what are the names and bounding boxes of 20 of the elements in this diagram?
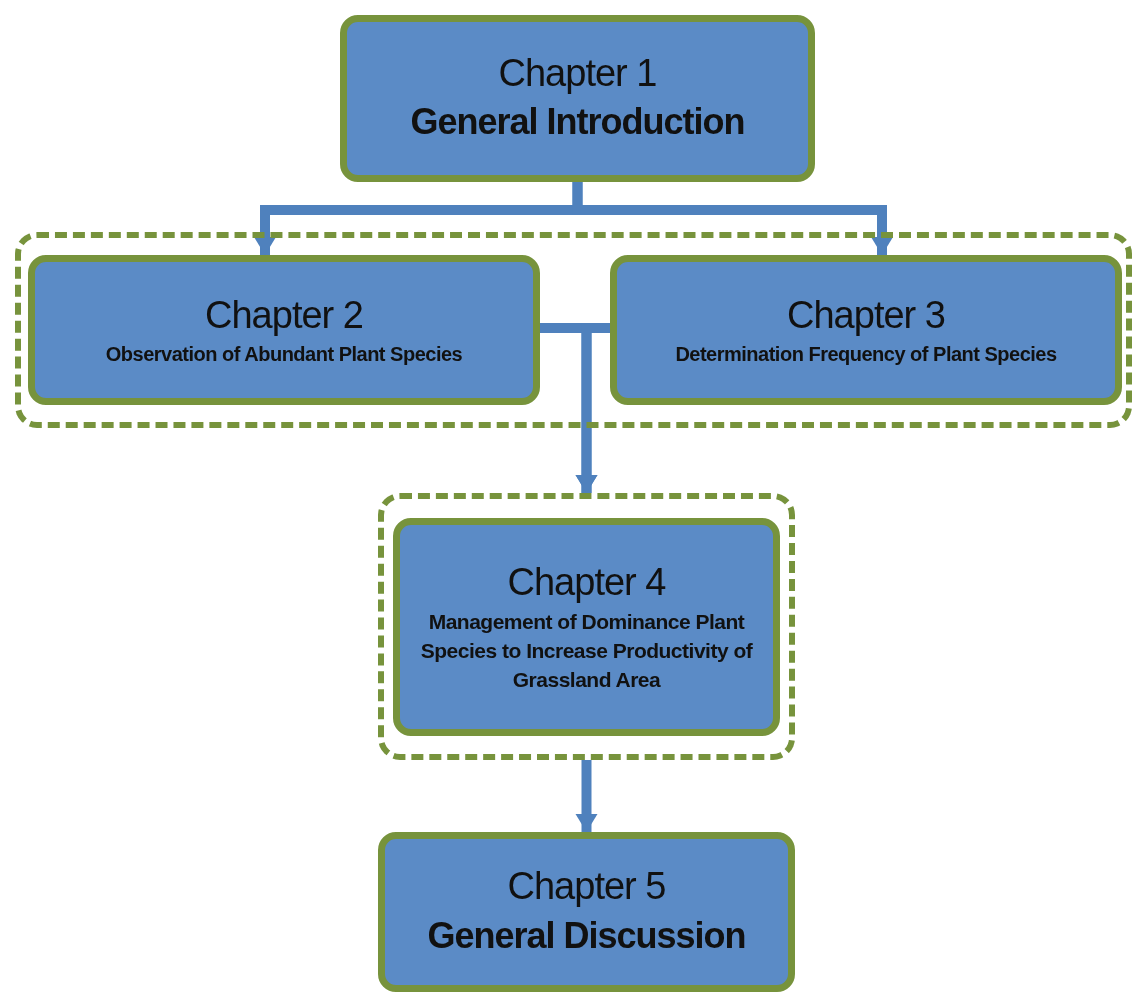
chapter-title: Observation of Abundant Plant Species — [105, 341, 463, 367]
arrow — [575, 760, 598, 832]
dashed-group-outline — [15, 232, 1132, 428]
chapter-box — [28, 255, 540, 405]
chapter-title: Management of Dominance Plant Species to Increase Productivity of Grassland Area — [419, 608, 754, 694]
chapter-heading: Chapter 5 — [507, 864, 666, 910]
arrow — [572, 182, 893, 255]
chapter-box — [378, 832, 795, 992]
chapter-heading: Chapter 1 — [498, 50, 657, 96]
chapter-box — [340, 15, 815, 182]
chapter-title: General Introduction — [410, 100, 745, 145]
chapter-box — [610, 255, 1122, 405]
arrow — [575, 323, 610, 493]
chapter-box — [393, 518, 780, 736]
dashed-group-outline — [378, 493, 795, 760]
chapter-title: Determination Frequency of Plant Species — [675, 341, 1057, 367]
chapter-heading: Chapter 2 — [205, 293, 363, 339]
chapter-heading: Chapter 3 — [787, 293, 945, 339]
chapter-heading: Chapter 4 — [507, 560, 666, 606]
chapter-title: General Discussion — [427, 913, 746, 958]
